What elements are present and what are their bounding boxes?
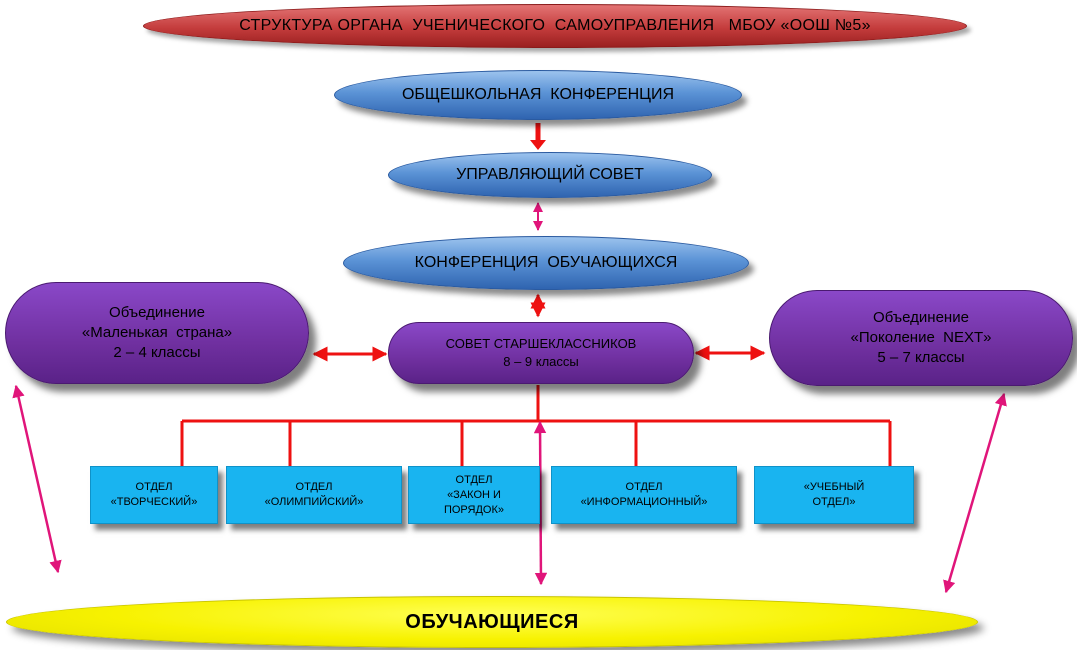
- department-law-and-order-line2: «ЗАКОН И: [447, 488, 501, 501]
- arrow-conference-to-council: [530, 123, 546, 150]
- arrow-right-union-to-students: [943, 392, 1007, 594]
- students-label: ОБУЧАЮЩИЕСЯ: [405, 610, 579, 633]
- department-information-line1: ОТДЕЛ: [625, 481, 663, 493]
- department-tree: [180, 385, 892, 467]
- general-conference-label: ОБЩЕШКОЛЬНАЯ КОНФЕРЕНЦИЯ: [401, 86, 675, 103]
- right-union: Объединение «Поколение NEXT» 5 – 7 класс…: [769, 290, 1073, 386]
- senior-council-line2: 8 – 9 классы: [503, 354, 579, 369]
- students-conference-label: КОНФЕРЕНЦИЯ ОБУЧАЮЩИХСЯ: [414, 254, 678, 271]
- department-olympic-line2: «ОЛИМПИЙСКИЙ»: [264, 496, 364, 508]
- left-union-line2: «Маленькая страна»: [81, 324, 233, 341]
- left-union-line1: Объединение: [109, 304, 205, 321]
- department-creative: ОТДЕЛ «ТВОРЧЕСКИЙ»: [90, 466, 218, 524]
- left-union-line3: 2 – 4 классы: [113, 344, 201, 361]
- department-creative-line1: ОТДЕЛ: [135, 481, 173, 493]
- department-educational-line2: ОТДЕЛ»: [812, 496, 856, 508]
- students: ОБУЧАЮЩИЕСЯ: [6, 596, 978, 648]
- general-conference: ОБЩЕШКОЛЬНАЯ КОНФЕРЕНЦИЯ: [334, 70, 742, 120]
- diagram-title: СТРУКТУРА ОРГАНА УЧЕНИЧЕСКОГО САМОУПРАВЛ…: [143, 4, 967, 48]
- right-union-line3: 5 – 7 классы: [877, 349, 965, 366]
- governing-council-label: УПРАВЛЯЮЩИЙ СОВЕТ: [456, 166, 644, 183]
- department-information-line2: «ИНФОРМАЦИОННЫЙ»: [580, 496, 708, 508]
- senior-council: СОВЕТ СТАРШЕКЛАССНИКОВ 8 – 9 классы: [388, 322, 694, 384]
- arrow-senior-council-to-students: [533, 420, 548, 586]
- left-union: Объединение «Маленькая страна» 2 – 4 кла…: [5, 282, 309, 384]
- students-conference: КОНФЕРЕНЦИЯ ОБУЧАЮЩИХСЯ: [343, 236, 749, 290]
- department-information: ОТДЕЛ «ИНФОРМАЦИОННЫЙ»: [551, 466, 737, 524]
- department-olympic: ОТДЕЛ «ОЛИМПИЙСКИЙ»: [226, 466, 402, 524]
- governing-council: УПРАВЛЯЮЩИЙ СОВЕТ: [388, 152, 712, 198]
- right-union-line2: «Поколение NEXT»: [850, 329, 992, 346]
- diagram-title-text: СТРУКТУРА ОРГАНА УЧЕНИЧЕСКОГО САМОУПРАВЛ…: [239, 17, 871, 34]
- senior-council-line1: СОВЕТ СТАРШЕКЛАССНИКОВ: [445, 336, 637, 351]
- department-olympic-line1: ОТДЕЛ: [295, 481, 333, 493]
- department-creative-line2: «ТВОРЧЕСКИЙ»: [110, 496, 198, 508]
- department-educational: «УЧЕБНЫЙ ОТДЕЛ»: [754, 466, 914, 524]
- department-law-and-order-line3: ПОРЯДОК»: [443, 503, 505, 516]
- department-law-and-order: ОТДЕЛ «ЗАКОН И ПОРЯДОК»: [408, 466, 540, 524]
- department-law-and-order-line1: ОТДЕЛ: [455, 473, 493, 486]
- arrow-left-union-to-students: [12, 384, 62, 574]
- right-union-line1: Объединение: [873, 309, 969, 326]
- department-educational-line1: «УЧЕБНЫЙ: [803, 481, 865, 493]
